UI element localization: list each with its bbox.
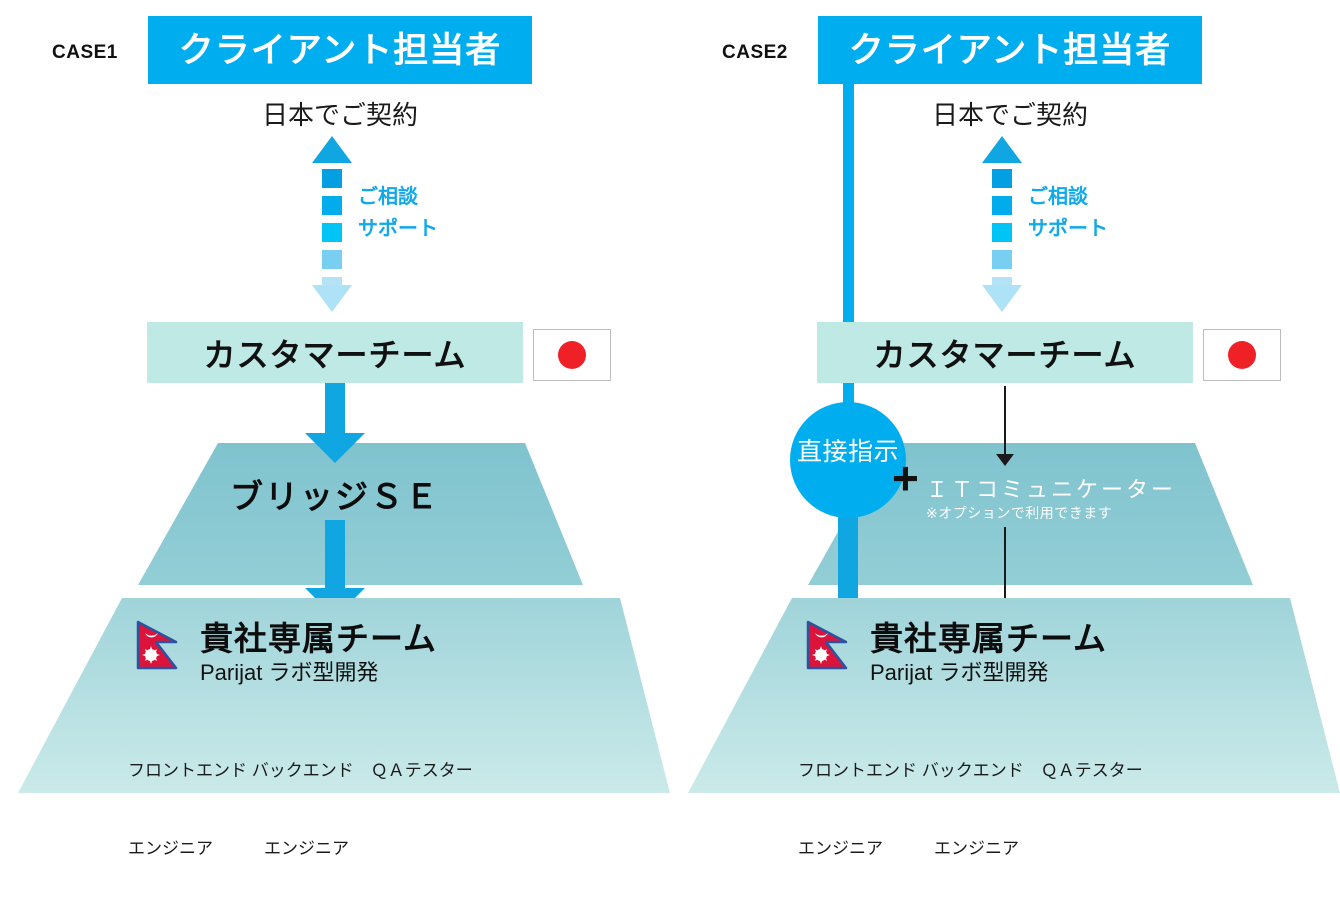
arrow-up-head-icon <box>312 136 352 163</box>
nepal-flag-icon <box>136 620 182 672</box>
dash-segment <box>322 223 342 242</box>
case1-panel: CASE1 クライアント担当者 日本でご契約 ご相談 サポート カスタマーチーム <box>0 0 670 858</box>
japan-flag-icon <box>1203 329 1281 381</box>
case1-middle-tier-shape <box>0 443 670 585</box>
arrow-down-head-icon <box>982 285 1022 312</box>
case1-roles-line-2: エンジニア エンジニア <box>128 839 349 858</box>
case2-support-line-2: サポート <box>1028 218 1108 240</box>
arrow-shaft <box>1004 527 1006 605</box>
japan-flag-disc <box>1228 341 1256 369</box>
case2-support-text: ご相談 サポート <box>1028 181 1108 245</box>
arrow-shaft <box>1004 386 1006 454</box>
case2-direct-instruction-badge: 直接指示 <box>790 402 906 518</box>
case2-middle-tier-note: ※オプションで利用できます <box>926 505 1113 521</box>
dash-segment <box>322 169 342 188</box>
case2-bottom-tier-shape <box>670 598 1340 793</box>
arrow-up-head-icon <box>982 136 1022 163</box>
case2-client-box-label: クライアント担当者 <box>848 30 1172 70</box>
case2-direct-instruction-line <box>843 84 854 414</box>
case1-roles-line-1: フロントエンド バックエンド ＱＡテスター <box>128 761 473 780</box>
case1-bottom-tier-shape <box>0 598 670 793</box>
arrow-shaft <box>838 500 858 598</box>
case2-arrow-customer-to-communicator-icon <box>996 386 1014 466</box>
case2-middle-tier-shape <box>670 443 1340 585</box>
nepal-flag-icon <box>806 620 852 672</box>
dash-segment <box>322 196 342 215</box>
case1-support-line-2: サポート <box>358 218 438 240</box>
arrow-head-icon <box>996 454 1014 466</box>
case1-customer-team-bar: カスタマーチーム <box>147 322 523 383</box>
case1-team-roles: フロントエンド バックエンド ＱＡテスター エンジニア エンジニア <box>128 706 473 914</box>
arrow-shaft <box>325 520 345 588</box>
case2-support-line-1: ご相談 <box>1028 186 1088 208</box>
case2-customer-team-bar: カスタマーチーム <box>817 322 1193 383</box>
case2-client-box: クライアント担当者 <box>818 16 1202 84</box>
case2-middle-tier-label: ＩＴコミュニケーター <box>926 477 1177 502</box>
dash-segment <box>322 250 342 269</box>
arrow-head-icon <box>305 433 365 463</box>
case2-customer-team-label: カスタマーチーム <box>873 336 1137 373</box>
japan-flag-icon <box>533 329 611 381</box>
dash-segment <box>992 250 1012 269</box>
case2-team-title: 貴社専属チーム <box>870 620 1108 657</box>
case2-team-subtitle: Parijat ラボ型開発 <box>870 660 1049 685</box>
case2-team-roles: フロントエンド バックエンド ＱＡテスター エンジニア エンジニア <box>798 706 1143 914</box>
case1-support-line-1: ご相談 <box>358 186 418 208</box>
case2-support-double-arrow-icon <box>982 136 1022 312</box>
case1-contract-label: 日本でご契約 <box>261 100 418 130</box>
case2-direct-instruction-label: 直接指示 <box>796 438 899 466</box>
case2-plus-icon: + <box>892 452 919 504</box>
japan-flag-disc <box>558 341 586 369</box>
case1-support-double-arrow-icon <box>312 136 352 312</box>
case1-customer-team-label: カスタマーチーム <box>203 336 467 373</box>
case2-contract-label: 日本でご契約 <box>931 100 1088 130</box>
arrow-down-head-icon <box>312 285 352 312</box>
case1-client-box-label: クライアント担当者 <box>178 30 502 70</box>
case1-team-title: 貴社専属チーム <box>200 620 438 657</box>
arrow-shaft <box>325 383 345 433</box>
case1-label: CASE1 <box>52 42 118 63</box>
dash-segment <box>992 169 1012 188</box>
case2-roles-line-2: エンジニア エンジニア <box>798 839 1019 858</box>
dash-segment <box>992 196 1012 215</box>
dash-segment <box>992 223 1012 242</box>
case2-panel: CASE2 クライアント担当者 日本でご契約 ご相談 サポート カスタマーチーム <box>670 0 1340 858</box>
case1-team-subtitle: Parijat ラボ型開発 <box>200 660 379 685</box>
diagram-stage: CASE1 クライアント担当者 日本でご契約 ご相談 サポート カスタマーチーム <box>0 0 1340 858</box>
case1-client-box: クライアント担当者 <box>148 16 532 84</box>
case2-label: CASE2 <box>722 42 788 63</box>
case1-arrow-customer-to-bridge-icon <box>305 383 365 463</box>
case2-roles-line-1: フロントエンド バックエンド ＱＡテスター <box>798 761 1143 780</box>
case1-support-text: ご相談 サポート <box>358 181 438 245</box>
case1-middle-tier-label: ブリッジＳＥ <box>230 478 440 515</box>
